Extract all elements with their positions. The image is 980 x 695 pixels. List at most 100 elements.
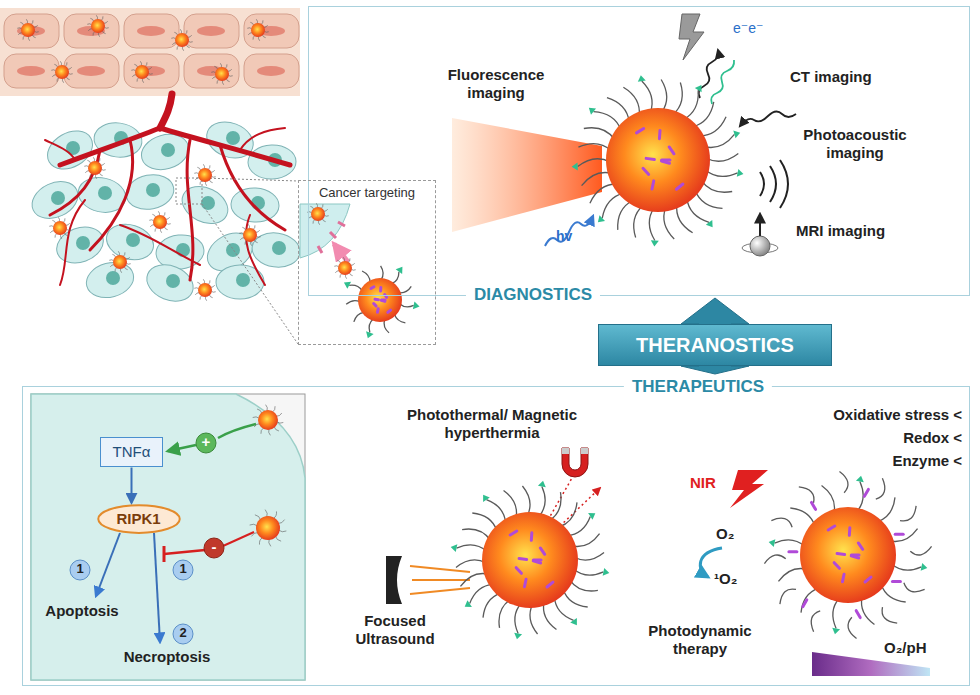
cell-nucleus [201,196,215,210]
polymer-strand [66,229,70,231]
drug-molecule [530,533,534,541]
excitation-light [452,118,602,232]
nanoparticle [131,61,152,82]
cancer-cell [31,394,305,680]
polymer-strand [900,506,916,521]
drug-molecule [848,528,852,536]
spin-sphere [750,236,770,256]
targeting-ligand [589,108,596,115]
polymer-strand [177,46,179,50]
polymer-strand [253,36,255,40]
polymer-strand [253,225,255,229]
nanoparticle-core [358,278,402,322]
targeting-ligand [451,544,458,552]
polymer-strand [253,417,259,418]
polymer-strand [269,539,271,546]
released-drug [864,489,868,496]
polymer-strand [255,515,261,520]
polymer-strand [104,21,108,23]
inhibition-bar [163,546,166,562]
drug-molecule [516,568,521,574]
endothelial-cell [244,54,299,88]
polymer-strand [250,241,251,245]
targeting-ligand [588,513,595,520]
released-drug [789,550,797,553]
callout-circle [70,560,90,580]
label: Necroptosis [112,648,222,666]
polymer-strand [50,231,54,233]
polymer-strand [166,223,170,225]
polymer-strand [188,41,192,43]
polymer-strand [264,31,268,33]
zoom-line [202,178,298,181]
polymer-strand [266,405,268,411]
callout-number: 1 [70,561,90,577]
polymer-strand [882,607,897,623]
polymer-strand [582,173,612,186]
polymer-strand [51,69,55,71]
nanoparticle-core [251,23,265,37]
label: Fluorescence imaging [440,66,552,102]
drug-molecule [375,298,378,301]
polymer-strand [554,597,573,621]
drug-molecule [858,543,862,549]
polymer-strand [335,271,339,273]
polymer-strand [126,257,130,259]
polymer-strand [343,257,344,261]
cell-nucleus [76,236,90,250]
nanoparticle [149,211,170,232]
vessel-branch [45,140,75,160]
panel-heading: Cancer targeting [319,185,415,200]
polymer-strand [66,77,69,80]
polymer-strand [799,487,814,503]
targeting-ligand [572,163,578,171]
nanoparticle [572,75,744,246]
drug-molecule [374,304,376,307]
polymer-strand [486,500,505,524]
nanoparticle-core [91,19,105,33]
polymer-strand [195,293,199,295]
polymer-strand [52,75,56,77]
polymer-strand [60,234,61,238]
targeting-ligand [733,131,740,139]
polymer-strand [182,46,183,50]
zoom-frame [176,178,202,204]
cell-nucleus [51,191,65,205]
drug-molecule [842,574,844,582]
polymer-strand [240,238,244,240]
spin-arrow [759,214,761,236]
polymer-strand [602,193,623,218]
endothelial-cell [64,14,119,48]
polymer-strand [345,274,346,278]
polymer-strand [137,78,139,82]
vessel-branch [160,94,172,128]
endothelial-cell [4,14,59,48]
polymer-strand [66,223,70,225]
polymer-strand [362,271,370,282]
polymer-strand [115,268,117,272]
panel-heading: DIAGNOSTICS [466,285,600,305]
polymer-strand [687,198,709,222]
cell-nucleus [146,183,160,197]
polymer-strand [399,286,411,292]
drug-molecule [533,561,540,563]
polymer-strand [245,241,247,245]
polymer-strand [57,78,59,82]
targeting-ligand [651,240,659,246]
nanoparticle [51,61,72,82]
magnet [562,448,588,477]
targeting-ligand [514,633,522,640]
polymer-strand [101,163,105,165]
polymer-strand [570,580,598,591]
targeting-ligand [344,282,351,289]
nanoparticle-core [215,67,229,81]
binding-arrow [334,244,348,262]
polymer-strand [661,79,667,112]
drug-molecule [828,526,835,530]
drug-molecule [524,579,526,587]
polymer-strand [23,36,25,40]
polymer-strand [250,524,258,526]
callout-number: + [196,433,216,451]
